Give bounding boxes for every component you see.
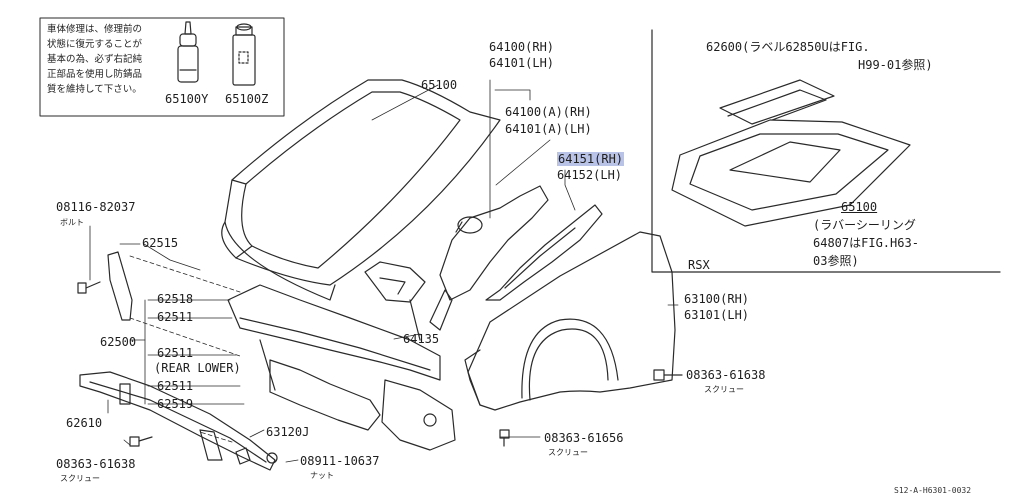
part-label-62511-b: 62511 bbox=[157, 346, 194, 360]
notice-box bbox=[39, 17, 285, 117]
part-label-63100: 63100(RH) bbox=[684, 292, 750, 306]
notice-line: 基本の為、必ず右記純 bbox=[47, 54, 143, 65]
part-label-rear-lower: (REAR LOWER) bbox=[154, 361, 241, 375]
bolt-63120 bbox=[235, 447, 251, 465]
part-label-62500: 62500 bbox=[100, 335, 137, 349]
screw-08363-c bbox=[499, 429, 510, 447]
inset-label-62600-cont: H99-01参照) bbox=[858, 58, 933, 72]
hood-panel bbox=[221, 79, 501, 301]
part-label-62519: 62519 bbox=[157, 397, 194, 411]
screw-caption-b: スクリュー bbox=[704, 385, 744, 394]
inset-seal-line1: (ラバーシーリング bbox=[813, 218, 916, 232]
inset-variant-label: RSX bbox=[688, 258, 710, 272]
rsx-inset bbox=[651, 29, 1001, 273]
part-label-64152: 64152(LH) bbox=[557, 168, 623, 182]
part-label-08363-c: 08363-61656 bbox=[544, 431, 624, 445]
hood-ledge-reinforcement bbox=[485, 204, 603, 301]
part-label-64100a: 64100(A)(RH) bbox=[505, 105, 592, 119]
inset-seal-line2: 64807はFIG.H63- bbox=[813, 236, 919, 250]
screw-caption-a: スクリュー bbox=[60, 474, 100, 483]
inset-seal-line3: 03参照) bbox=[813, 254, 859, 268]
screw-08363-b bbox=[653, 369, 683, 381]
screw-caption-c: スクリュー bbox=[548, 448, 588, 457]
part-label-64151: 64151(RH) bbox=[557, 152, 625, 166]
part-label-08911: 08911-10637 bbox=[300, 454, 380, 468]
part-label-62515: 62515 bbox=[142, 236, 179, 250]
inset-label-65100: 65100 bbox=[841, 200, 878, 214]
diagram-reference-code: S12-A-H6301-0032 bbox=[894, 486, 972, 495]
part-label-62511-c: 62511 bbox=[157, 379, 194, 393]
part-label-62511-a: 62511 bbox=[157, 310, 194, 324]
bolt-08116 bbox=[77, 281, 101, 294]
notice-line: 質を維持して下さい。 bbox=[47, 84, 142, 95]
dashed-guides bbox=[129, 255, 241, 443]
part-label-08116: 08116-82037 bbox=[56, 200, 136, 214]
part-label-08363-b: 08363-61638 bbox=[686, 368, 766, 382]
part-label-08363-a: 08363-61638 bbox=[56, 457, 136, 471]
hoodledge-bracket-64135 bbox=[364, 261, 426, 341]
hood-ledge-inner bbox=[429, 185, 549, 331]
part-label-62518: 62518 bbox=[157, 292, 194, 306]
part-label-63120: 63120J bbox=[266, 425, 310, 439]
leader-lines bbox=[89, 79, 679, 463]
inset-label-62600: 62600(ラベル62850UはFIG. bbox=[706, 40, 870, 54]
part-label-64101: 64101(LH) bbox=[489, 56, 555, 70]
front-fender bbox=[464, 231, 676, 411]
product-label-65100y: 65100Y bbox=[165, 92, 209, 106]
notice-line: 車体修理は、修理前の bbox=[47, 24, 143, 35]
nut-08911 bbox=[266, 452, 278, 464]
notice-text: 車体修理は、修理前の 状態に復元することが 基本の為、必ず右記純 正部品を使用し… bbox=[47, 22, 142, 97]
highlighted-part-64151: 64151(RH) bbox=[557, 152, 625, 166]
screw-08363-a bbox=[129, 436, 153, 447]
bracket-62515 bbox=[107, 251, 133, 321]
touch-up-bottle-icon bbox=[177, 21, 199, 83]
part-label-63101: 63101(LH) bbox=[684, 308, 750, 322]
notice-line: 正部品を使用し防錆品 bbox=[47, 69, 143, 80]
notice-line: 状態に復元することが bbox=[47, 39, 143, 50]
radiator-core-support bbox=[227, 284, 456, 451]
nut-caption: ナット bbox=[310, 471, 334, 480]
part-label-64101a: 64101(A)(LH) bbox=[505, 122, 592, 136]
part-label-65100: 65100 bbox=[421, 78, 458, 92]
spray-can-icon bbox=[232, 23, 256, 86]
product-label-65100z: 65100Z bbox=[225, 92, 269, 106]
part-label-62610: 62610 bbox=[66, 416, 103, 430]
bolt-caption: ボルト bbox=[60, 218, 84, 227]
part-label-64135: 64135 bbox=[403, 332, 440, 346]
part-label-64100: 64100(RH) bbox=[489, 40, 555, 54]
